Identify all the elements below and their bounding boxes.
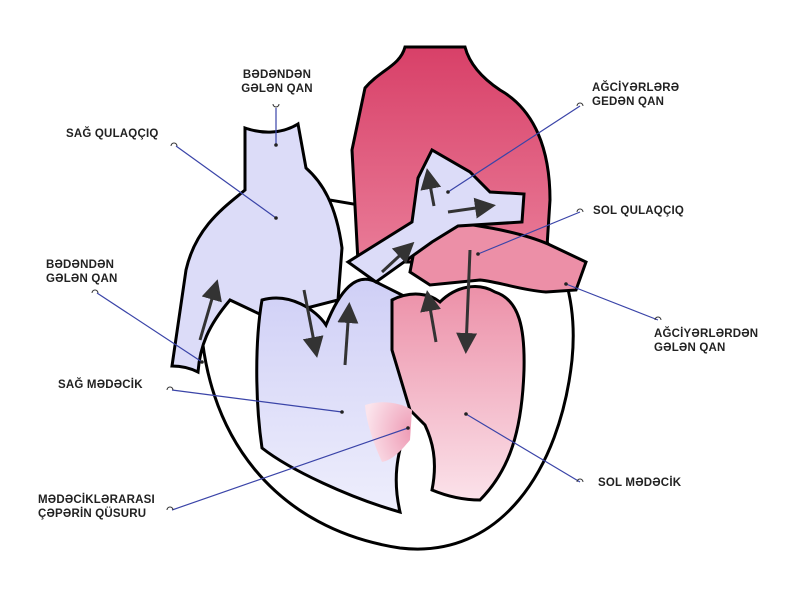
- right-atrium: [170, 121, 344, 375]
- leader-dot: [340, 410, 344, 414]
- label-svc: BƏDƏNDƏN GƏLƏN QAN: [232, 68, 322, 96]
- label-hook: [166, 386, 174, 391]
- label-hook: [272, 103, 280, 108]
- leader-left-atrium: [477, 211, 581, 255]
- leader-pulmonary-veins: [565, 283, 659, 321]
- label-hook: [576, 102, 584, 107]
- flow-arrow: [420, 290, 441, 343]
- leader-septal-defect: [171, 427, 409, 511]
- label-ivc-line1: BƏDƏNDƏN: [46, 259, 115, 271]
- leader-dot: [564, 282, 568, 286]
- label-right-ventricle: SAĞ MƏDƏCİK: [58, 379, 143, 391]
- label-hooks: [91, 102, 662, 511]
- label-left-atrium: SOL QULAQÇIQ: [593, 205, 684, 217]
- flow-arrow: [447, 197, 496, 219]
- label-pulmonary-veins: AĞCİYƏRLƏRDƏN GƏLƏN QAN: [654, 327, 758, 355]
- label-ivc: BƏDƏNDƏN GƏLƏN QAN: [46, 258, 118, 286]
- left-ventricle: [390, 285, 526, 502]
- label-pulmonary-veins-line1: AĞCİYƏRLƏRDƏN: [654, 328, 759, 340]
- leader-dots: [200, 143, 568, 430]
- label-right-atrium: SAĞ QULAQÇIQ: [66, 128, 159, 140]
- leader-ivc: [96, 292, 203, 363]
- leader-lines: [96, 105, 659, 511]
- leader-right-ventricle: [171, 389, 343, 413]
- label-svc-line2: GƏLƏN QAN: [241, 83, 313, 95]
- label-pulmonary-artery-line1: AĞCİYƏRLƏRƏ: [592, 82, 680, 94]
- leader-left-ventricle: [465, 413, 581, 483]
- leader-dot: [274, 216, 278, 220]
- label-svc-line1: BƏDƏNDƏN: [242, 69, 312, 81]
- leader-pulmonary-artery: [447, 105, 581, 193]
- leader-dot: [200, 360, 204, 364]
- flow-arrow: [420, 168, 442, 207]
- label-left-ventricle: SOL MƏDƏCİK: [598, 477, 682, 489]
- label-hook: [91, 289, 99, 294]
- flow-arrow: [337, 302, 359, 366]
- label-hook: [166, 506, 174, 511]
- right-ventricle: [255, 277, 414, 515]
- leader-dot: [406, 426, 410, 430]
- label-pulmonary-artery: AĞCİYƏRLƏRƏ GEDƏN QAN: [592, 81, 679, 109]
- label-hook: [576, 478, 584, 483]
- leader-dot: [274, 143, 278, 147]
- label-ivc-line2: GƏLƏN QAN: [46, 273, 118, 285]
- flow-arrow: [380, 241, 415, 274]
- label-septal-defect: MƏDƏCİKLƏRARASI ÇƏPƏRİN QÜSURU: [38, 493, 155, 521]
- flow-arrow: [302, 289, 324, 358]
- leader-dot: [464, 412, 468, 416]
- leader-right-atrium: [175, 145, 277, 219]
- flow-arrow: [456, 249, 478, 354]
- leader-dot: [476, 252, 480, 256]
- label-hook: [576, 208, 584, 213]
- label-hook: [170, 142, 178, 147]
- label-pulmonary-veins-line2: GƏLƏN QAN: [654, 342, 726, 354]
- label-septal-defect-line2: ÇƏPƏRİN QÜSURU: [38, 508, 147, 520]
- label-septal-defect-line1: MƏDƏCİKLƏRARASI: [38, 494, 155, 506]
- label-pulmonary-artery-line2: GEDƏN QAN: [592, 96, 665, 108]
- leader-dot: [446, 190, 450, 194]
- label-hook: [654, 316, 662, 321]
- flow-arrow: [198, 279, 222, 341]
- septal-defect: [365, 402, 412, 462]
